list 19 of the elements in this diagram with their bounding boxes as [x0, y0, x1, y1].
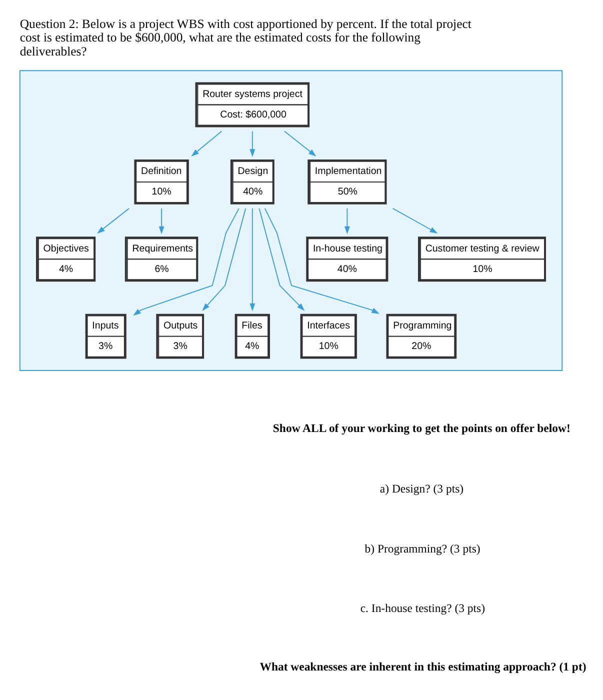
label: a) Design? (3 pts): [380, 482, 464, 496]
label: What weaknesses are inherent in this estimating approach? (1 pt): [260, 660, 586, 674]
label: b) Programming? (3 pts): [364, 542, 480, 556]
arrow: [250, 130, 256, 158]
arrow: [191, 130, 222, 156]
arrow: [97, 208, 130, 234]
arrow: [250, 208, 256, 312]
arrow: [133, 208, 240, 316]
arrow: [392, 208, 438, 234]
arrow: [202, 208, 246, 311]
diagram-title: Question 2: Below is a project WBS with cost apportioned by percent. If the total project cost is estimated to be $600,000, what are the estimated costs for the following deliverables?: [20, 16, 472, 58]
label: Show ALL of your working to get the points on offer below!: [272, 422, 570, 436]
arrow: [284, 130, 316, 156]
arrow: [264, 208, 380, 314]
arrow: [158, 208, 164, 234]
arrow: [258, 208, 305, 311]
cluster: [19, 70, 563, 371]
label: c. In-house testing? (3 pts): [360, 602, 486, 615]
arrow: [344, 208, 350, 234]
